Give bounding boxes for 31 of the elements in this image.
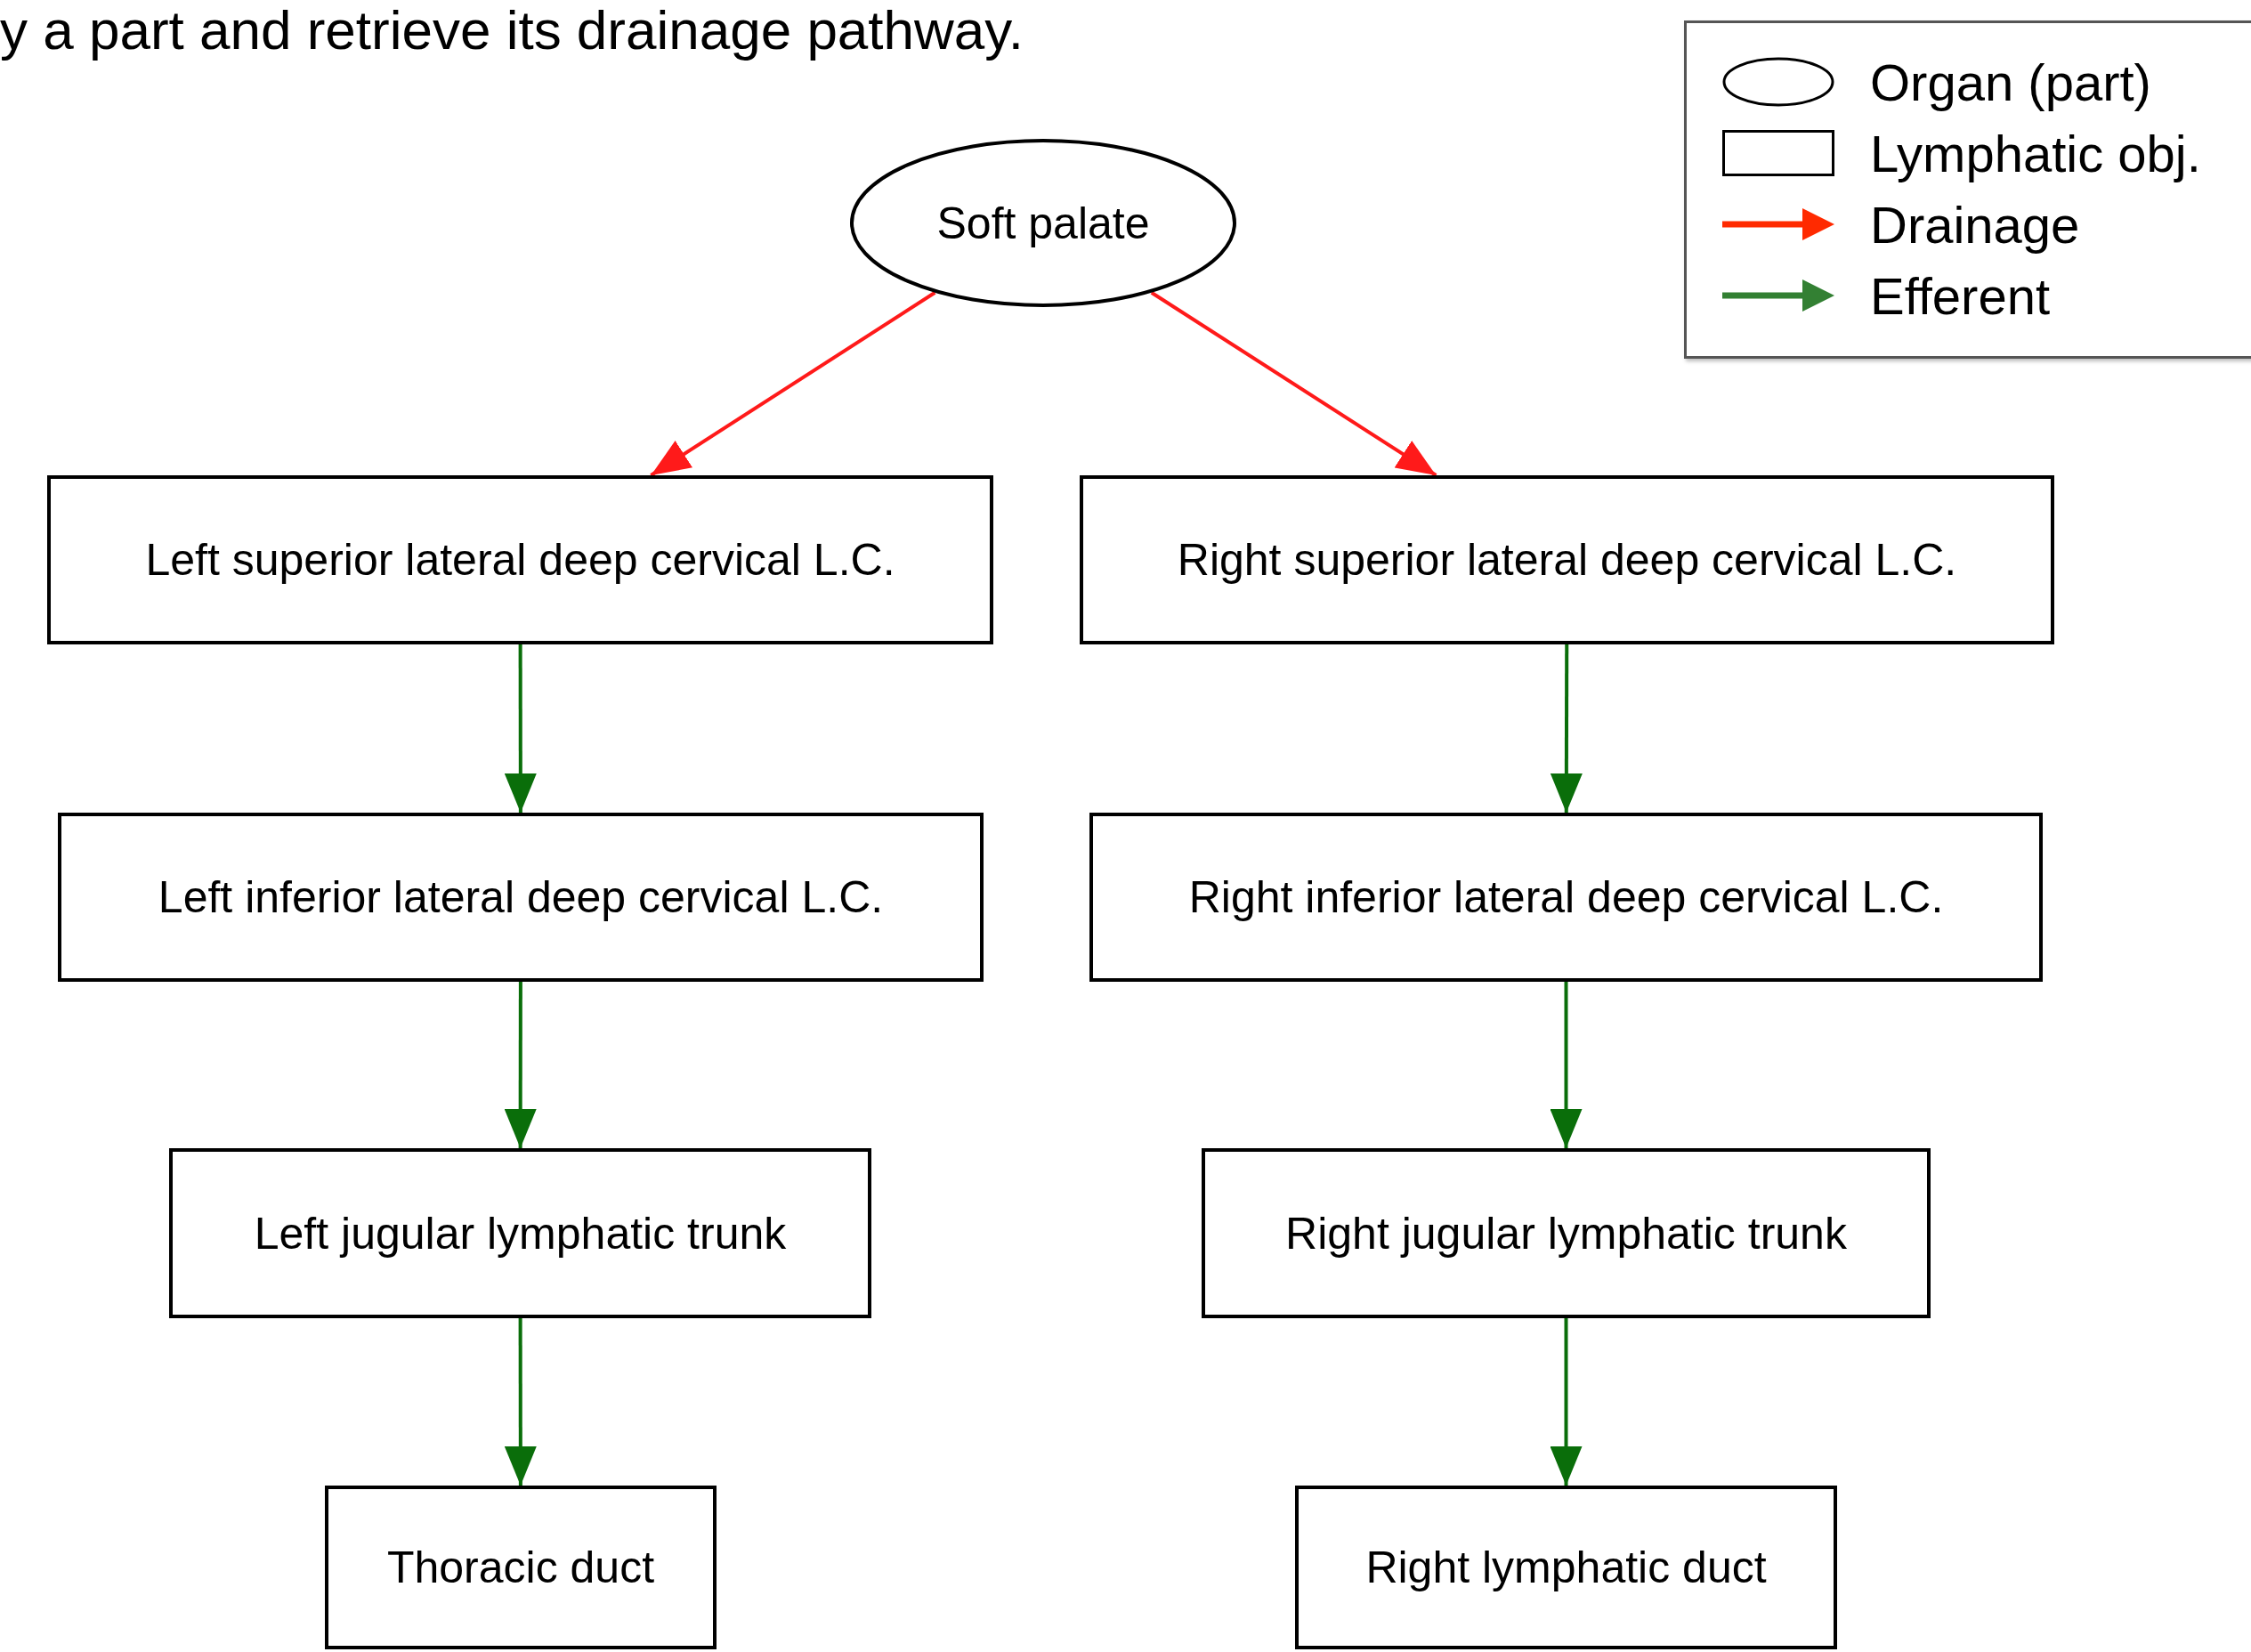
lymphatic-box: [47, 475, 993, 644]
organ-ellipse: [850, 139, 1236, 307]
lymphatic-box: [1295, 1486, 1837, 1649]
node-label: Left inferior lateral deep cervical L.C.: [158, 871, 884, 923]
arrow: [504, 1318, 537, 1486]
lymphatic-box: [169, 1148, 871, 1318]
legend-label: Drainage: [1870, 194, 2080, 255]
node-label: Right inferior lateral deep cervical L.C.: [1188, 871, 1944, 923]
arrow: [1550, 982, 1583, 1148]
arrow: [504, 644, 537, 813]
legend-label: Lymphatic obj.: [1870, 123, 2201, 183]
legend-label: Organ (part): [1870, 52, 2151, 112]
arrow: [1150, 291, 1437, 477]
lymphatic-box: [1080, 475, 2054, 644]
arrow: [650, 291, 936, 477]
node-label: Left jugular lymphatic trunk: [254, 1207, 787, 1259]
node-label: Thoracic duct: [386, 1542, 655, 1593]
lymphatic-box: [1089, 813, 2043, 982]
legend-label: Efferent: [1870, 265, 2051, 326]
arrow: [504, 982, 537, 1148]
node-label: Right lymphatic duct: [1365, 1542, 1767, 1593]
node-label: Right jugular lymphatic trunk: [1285, 1207, 1847, 1259]
arrow: [1550, 644, 1583, 813]
node-label: Soft palate: [936, 197, 1150, 249]
node-label: Left superior lateral deep cervical L.C.: [145, 534, 895, 586]
node-label: Right superior lateral deep cervical L.C.: [1177, 534, 1957, 586]
lymphatic-box: [58, 813, 984, 982]
lymphatic-box: [325, 1486, 717, 1649]
heading-text: y a part and retrieve its drainage pathway.: [0, 0, 1024, 61]
lymphatic-box: [1202, 1148, 1931, 1318]
arrow: [1550, 1318, 1583, 1486]
